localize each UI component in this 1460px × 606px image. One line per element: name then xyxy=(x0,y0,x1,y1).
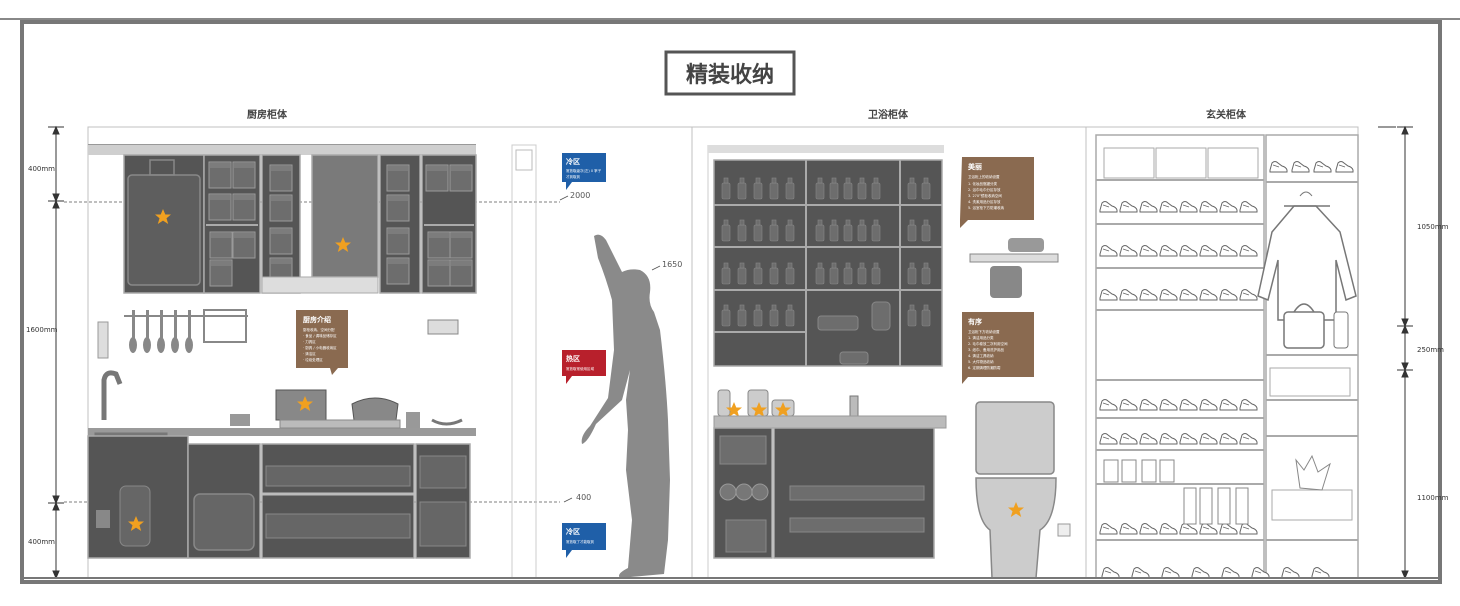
callout-line: 2. 毛巾卷放二次利用空间 xyxy=(968,341,1008,346)
zone-line: 常放取级次(左) 0 掌子 xyxy=(566,168,602,173)
dim-right-bottom: 1100mm xyxy=(1417,494,1449,502)
zone-line: 才到取到 xyxy=(566,174,580,179)
zone-hot: 热区 常放取常使用区域 xyxy=(562,350,606,384)
callout-line: 厨柜收纳、空间分配 xyxy=(303,327,335,332)
dim-right-mid: 250mm xyxy=(1417,346,1444,354)
callout-line: 3. 270°镜柜收纳空间 xyxy=(968,193,1002,198)
section-label-kitchen: 厨房柜体 xyxy=(247,108,288,121)
callout-line: · 清洁区 xyxy=(303,351,316,356)
page-title: 精装收纳 xyxy=(686,62,774,88)
zone-cold-top: 冷区 常放取级次(左) 0 掌子 才到取到 xyxy=(562,153,606,190)
callout-kitchen-intro: 厨房介绍 厨柜收纳、空间分配 · 食品 / 调味品储存区 · 刀具区 · 厨具 … xyxy=(296,310,348,375)
callout-line: 1. 清洁用品分类 xyxy=(968,335,994,340)
person-silhouette xyxy=(581,234,670,578)
bathroom-cabinet: 美丽 卫浴柜上的收纳设置 1. 化妆品瓶罐分类 2. 浴巾毛巾分区存放 3. 2… xyxy=(691,126,1087,579)
right-dimension-scale xyxy=(1378,125,1413,580)
callout-line: 5. 浴室柜下方防潮收纳 xyxy=(968,205,1004,210)
zone-line: 常放取常使用区域 xyxy=(566,366,594,371)
callout-line: 4. 洗漱用品分区存放 xyxy=(968,199,1001,204)
section-label-bathroom: 卫浴柜体 xyxy=(868,108,909,121)
zone-title: 冷区 xyxy=(566,157,580,166)
callout-line: 卫浴柜下方收纳设置 xyxy=(968,329,1000,334)
height-mark-1650: 1650 xyxy=(662,260,682,269)
section-label-entrance: 玄关柜体 xyxy=(1206,108,1247,121)
dim-left-bottom: 400mm xyxy=(28,538,55,546)
callout-title: 美丽 xyxy=(968,162,982,171)
dim-left-top: 400mm xyxy=(28,165,55,173)
entrance-cabinet xyxy=(1085,126,1359,579)
callout-title: 厨房介绍 xyxy=(303,315,331,324)
zone-cold-bottom: 冷区 常放取了才能取到 xyxy=(562,523,606,558)
faucet-icon xyxy=(101,370,123,420)
pot-icon xyxy=(275,389,327,421)
zone-title: 冷区 xyxy=(566,527,580,536)
height-mark-2000: 2000 xyxy=(570,191,590,200)
height-mark-400: 400 xyxy=(576,493,591,502)
callout-line: 1. 化妆品瓶罐分类 xyxy=(968,181,997,186)
dim-right-top: 1050mm xyxy=(1417,223,1449,231)
zone-line: 常放取了才能取到 xyxy=(566,539,594,544)
callout-line: · 垃圾处理区 xyxy=(303,357,323,362)
zone-title: 热区 xyxy=(566,354,580,363)
pot-icon xyxy=(351,397,399,421)
kitchen-cabinet: 厨房介绍 厨柜收纳、空间分配 · 食品 / 调味品储存区 · 刀具区 · 厨具 … xyxy=(87,126,693,579)
callout-line: 卫浴柜上的收纳设置 xyxy=(968,174,1000,179)
callout-order: 有序 卫浴柜下方收纳设置 1. 清洁用品分类 2. 毛巾卷放二次利用空间 3. … xyxy=(962,312,1034,384)
callout-beauty: 美丽 卫浴柜上的收纳设置 1. 化妆品瓶罐分类 2. 浴巾毛巾分区存放 3. 2… xyxy=(960,157,1034,228)
callout-line: · 厨具 / 小电器收纳区 xyxy=(303,345,337,350)
callout-line: 4. 清洁工具收纳 xyxy=(968,353,994,358)
callout-line: · 食品 / 调味品储存区 xyxy=(303,333,337,338)
callout-line: 3. 纸巾、备用洗护用品 xyxy=(968,347,1004,352)
callout-line: 6. 定期清理防潮防霉 xyxy=(968,365,1001,370)
dim-left-mid: 1600mm xyxy=(26,326,58,334)
callout-line: 5. 大件物品收纳 xyxy=(968,359,994,364)
toilet-icon xyxy=(975,401,1055,475)
bag-icon xyxy=(1283,311,1325,349)
callout-line: 2. 浴巾毛巾分区存放 xyxy=(968,187,1001,192)
title-box xyxy=(664,50,796,96)
callout-line: · 刀具区 xyxy=(303,339,316,344)
callout-title: 有序 xyxy=(968,317,982,326)
